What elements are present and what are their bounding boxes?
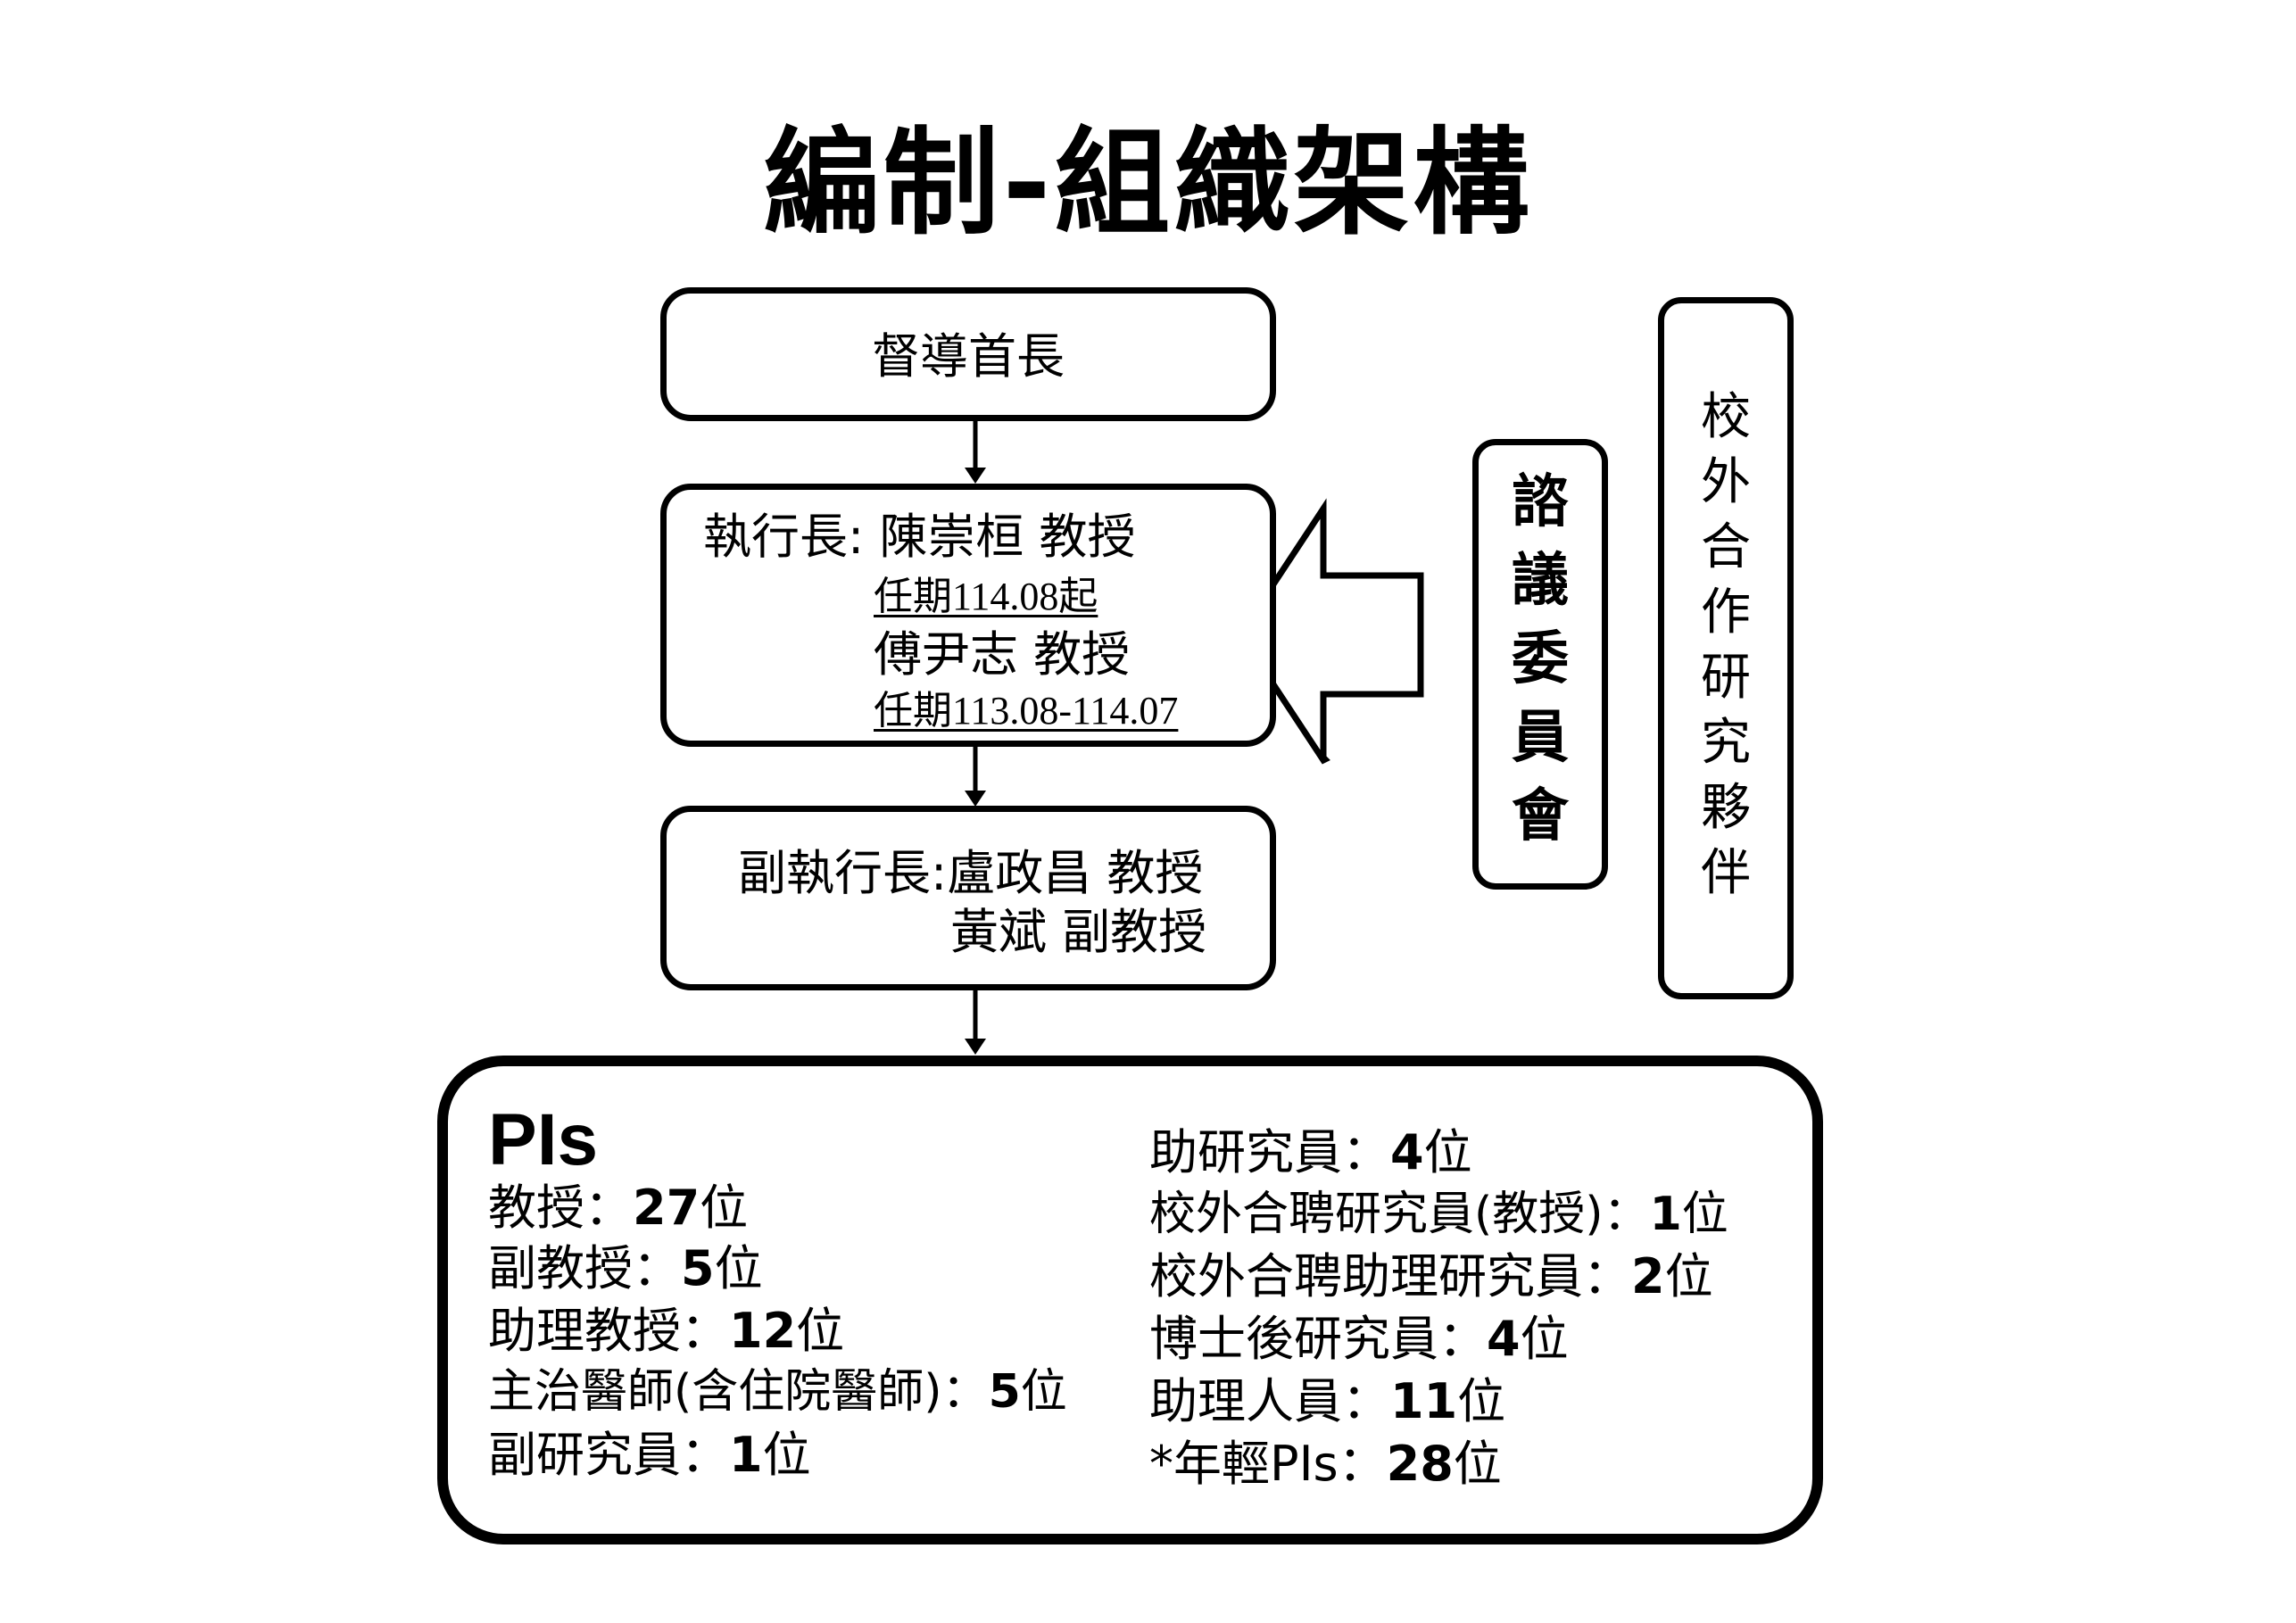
stat-label: 助研究員：: [1149, 1124, 1390, 1180]
stat-count: 11: [1390, 1373, 1458, 1429]
stat-label: 副教授：: [488, 1240, 681, 1296]
pis-stat-right: 校外合聘研究員(教授)：1位: [1149, 1191, 1728, 1238]
pis-stat-right: 博士後研究員：4位: [1149, 1315, 1569, 1363]
partners-char: 伴: [1701, 844, 1751, 902]
deputy-line-2: 黃斌 副教授: [950, 904, 1207, 960]
supervisor-box: 督導首長: [660, 287, 1276, 421]
stat-label: 助理人員：: [1149, 1373, 1390, 1429]
deputy-line-1: 副執行長:盧政昌 教授: [738, 845, 1204, 901]
stat-unit: 位: [796, 1303, 845, 1359]
stat-count: 4: [1487, 1311, 1521, 1367]
pis-stat-left: 主治醫師(含住院醫師)：5位: [488, 1369, 1067, 1415]
pis-box: PIs 教授：27位 副教授：5位 助理教授：12位 主治醫師(含住院醫師)：5…: [437, 1056, 1823, 1544]
advisory-committee-label: 諮 議 委 員 會: [1479, 474, 1602, 866]
stat-unit: 位: [1020, 1365, 1067, 1419]
stat-unit: 位: [762, 1427, 811, 1483]
pis-stat-left: 助理教授：12位: [488, 1307, 844, 1355]
stat-count: 28: [1386, 1436, 1454, 1492]
stat-unit: 位: [700, 1180, 749, 1236]
connector-deputy-pis: [965, 990, 986, 1055]
stat-label: 校外合聘研究員(教授)：: [1149, 1188, 1650, 1241]
partners-char: 究: [1701, 714, 1751, 772]
stat-count: 4: [1390, 1124, 1424, 1180]
stat-unit: 位: [1457, 1373, 1506, 1429]
external-partners-box: 校 外 合 作 研 究 夥 伴: [1658, 297, 1794, 999]
stat-label: 校外合聘助理研究員：: [1149, 1248, 1631, 1304]
stat-unit: 位: [1423, 1124, 1472, 1180]
stat-label: 教授：: [488, 1180, 633, 1236]
connector-supervisor-ceo: [965, 419, 986, 484]
pis-stat-left: 副教授：5位: [488, 1245, 763, 1293]
stat-count: 1: [729, 1427, 763, 1483]
partners-char: 外: [1701, 453, 1751, 511]
partners-char: 研: [1701, 649, 1751, 707]
deputy-box: 副執行長:盧政昌 教授 黃斌 副教授: [660, 806, 1276, 990]
ceo-term-current: 任期114.08起: [874, 575, 1098, 618]
stat-count: 2: [1631, 1248, 1665, 1304]
pis-stat-right: 助研究員：4位: [1149, 1129, 1472, 1177]
partners-char: 校: [1701, 388, 1751, 446]
external-partners-label: 校 外 合 作 研 究 夥 伴: [1664, 393, 1787, 914]
former-ceo-name: 傅尹志 教授: [874, 626, 1131, 683]
stat-count: 5: [681, 1240, 715, 1296]
stat-unit: 位: [1520, 1311, 1569, 1367]
stat-label: 助理教授：: [488, 1303, 729, 1359]
advisory-char: 會: [1512, 783, 1569, 849]
ceo-label: 執行長: 陳崇桓 教授: [703, 509, 1136, 565]
pis-stat-right: 助理人員：11位: [1149, 1378, 1505, 1426]
pis-heading: PIs: [488, 1099, 599, 1180]
advisory-char: 議: [1512, 548, 1569, 614]
stat-count: 1: [1649, 1188, 1682, 1241]
stat-unit: 位: [1453, 1436, 1502, 1492]
partners-char: 作: [1701, 584, 1751, 642]
advisory-committee-box: 諮 議 委 員 會: [1472, 439, 1608, 890]
stat-label: *年輕PIs：: [1149, 1436, 1387, 1492]
stat-label: 副研究員：: [488, 1427, 729, 1483]
stat-label: 博士後研究員：: [1149, 1311, 1487, 1367]
partners-char: 夥: [1701, 779, 1751, 837]
former-ceo-term: 任期113.08-114.07: [874, 689, 1179, 733]
advisory-char: 委: [1512, 626, 1569, 692]
supervisor-label: 督導首長: [872, 328, 1065, 385]
pis-stat-right: 校外合聘助理研究員：2位: [1149, 1253, 1713, 1301]
stat-label: 主治醫師(含住院醫師)：: [488, 1365, 989, 1419]
pis-stat-left: 副研究員：1位: [488, 1431, 811, 1479]
stat-unit: 位: [714, 1240, 763, 1296]
partners-char: 合: [1701, 518, 1751, 576]
ceo-box: 執行長: 陳崇桓 教授 任期114.08起 傅尹志 教授 任期113.08-11…: [660, 484, 1276, 747]
advisory-char: 員: [1512, 705, 1569, 771]
connector-ceo-deputy: [965, 745, 986, 807]
stat-count: 12: [729, 1303, 797, 1359]
hollow-left-arrow: [1236, 498, 1424, 765]
advisory-char: 諮: [1512, 469, 1569, 535]
stat-unit: 位: [1664, 1248, 1713, 1304]
stat-count: 5: [988, 1365, 1021, 1419]
stat-count: 27: [633, 1180, 700, 1236]
pis-stat-right: *年輕PIs：28位: [1149, 1440, 1502, 1488]
page-title: 編制-組織架構: [763, 115, 1533, 251]
stat-unit: 位: [1681, 1188, 1728, 1241]
pis-stat-left: 教授：27位: [488, 1184, 748, 1232]
